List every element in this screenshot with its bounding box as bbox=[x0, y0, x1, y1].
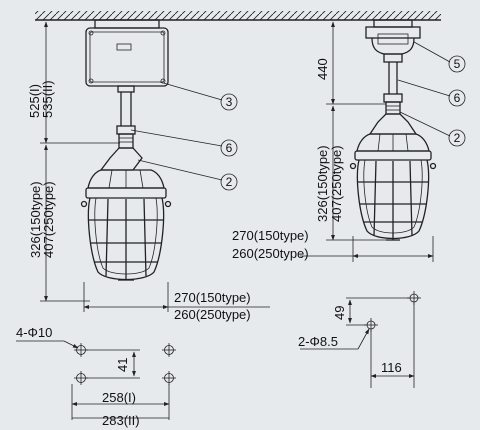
callout-6-left: 6 bbox=[226, 141, 233, 155]
left-dimensions bbox=[40, 21, 270, 312]
left-width-label-2: 260(250type) bbox=[174, 307, 251, 322]
ceiling-mount bbox=[365, 19, 421, 63]
right-glass-height-label-2: 407(250type) bbox=[329, 145, 344, 222]
left-height-label-1: 525(I) bbox=[27, 84, 42, 118]
spacing-41-label: 41 bbox=[115, 358, 130, 372]
right-fixture bbox=[349, 19, 437, 241]
callout-5: 5 bbox=[454, 57, 461, 71]
right-glass-guard bbox=[356, 159, 430, 241]
hole-top bbox=[407, 291, 421, 305]
left-callout-leaders bbox=[130, 81, 238, 191]
right-callout-leaders bbox=[397, 41, 466, 147]
callout-2-left: 2 bbox=[226, 175, 233, 189]
mount-plate-left bbox=[16, 340, 176, 420]
lamp-head bbox=[80, 147, 172, 208]
right-dimensions bbox=[300, 21, 434, 262]
ceiling bbox=[35, 11, 441, 21]
right-width-label-1: 270(150type) bbox=[232, 228, 309, 243]
hole-label-4-phi-10: 4-Φ10 bbox=[16, 325, 52, 340]
right-stem-length-label: 440 bbox=[315, 58, 330, 80]
right-width-label-2: 260(250type) bbox=[232, 246, 309, 261]
junction-box bbox=[85, 19, 169, 93]
left-glass-height-label-1: 326(150type) bbox=[28, 181, 43, 258]
hole-bottom-right bbox=[162, 371, 176, 385]
callout-2-right: 2 bbox=[454, 131, 461, 145]
hole-bottom bbox=[364, 318, 378, 332]
left-height-label-2: 535(II) bbox=[40, 80, 55, 118]
hole-top-left bbox=[74, 343, 88, 357]
mount-plate-right bbox=[300, 291, 421, 388]
hole-top-right bbox=[162, 343, 176, 357]
stem-pipe bbox=[116, 92, 136, 149]
right-glass-height-label-1: 326(150type) bbox=[315, 145, 330, 222]
callout-6-right: 6 bbox=[454, 91, 461, 105]
left-glass-height-label-2: 407(250type) bbox=[41, 181, 56, 258]
left-fixture bbox=[80, 19, 172, 281]
spacing-116-label: 116 bbox=[381, 360, 402, 375]
spacing-49-label: 49 bbox=[332, 306, 347, 320]
right-stem-pipe bbox=[383, 62, 403, 115]
left-width-label-1: 270(150type) bbox=[174, 290, 251, 305]
hole-bottom-left bbox=[74, 371, 88, 385]
callout-3: 3 bbox=[226, 95, 233, 109]
glass-guard bbox=[87, 197, 165, 281]
right-lamp-head bbox=[349, 113, 437, 170]
spacing-258-label: 258(I) bbox=[102, 390, 136, 405]
spacing-283-label: 283(II) bbox=[102, 413, 140, 428]
hole-label-2-phi-8-5: 2-Φ8.5 bbox=[298, 334, 338, 349]
